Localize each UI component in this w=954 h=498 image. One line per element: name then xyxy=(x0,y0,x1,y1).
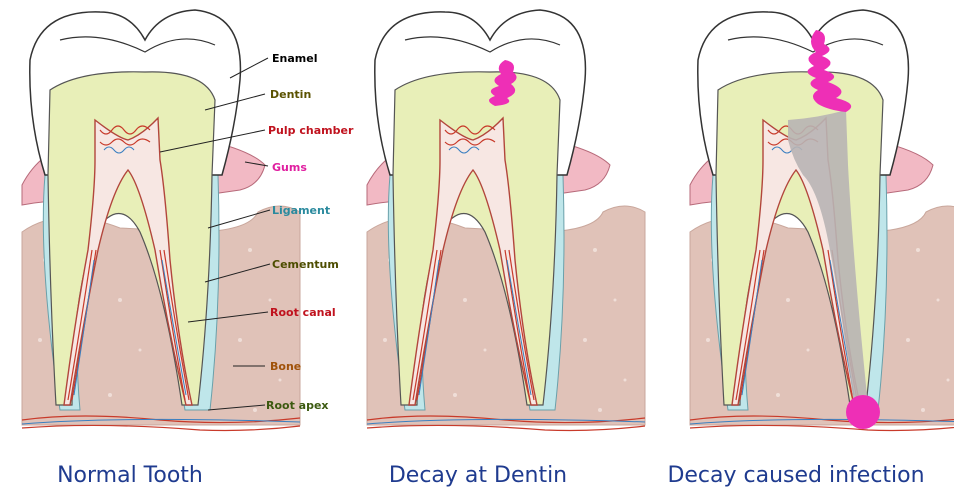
label-dentin: Dentin xyxy=(270,88,311,101)
label-ligament: Ligament xyxy=(272,204,330,217)
decay-dentin-tooth-illustration xyxy=(367,10,645,431)
label-root-apex: Root apex xyxy=(266,399,329,412)
normal-tooth-illustration xyxy=(22,10,300,431)
label-bone: Bone xyxy=(270,360,301,373)
caption-decay-at-dentin: Decay at Dentin xyxy=(389,463,567,488)
label-cementum: Cementum xyxy=(272,258,339,271)
infection-tooth-illustration xyxy=(690,10,954,431)
label-pulp-chamber: Pulp chamber xyxy=(268,124,354,137)
abscess xyxy=(846,395,880,429)
caption-decay-caused-infection: Decay caused infection xyxy=(667,463,924,488)
caption-normal-tooth: Normal Tooth xyxy=(57,463,203,488)
label-root-canal: Root canal xyxy=(270,306,336,319)
label-gums: Gums xyxy=(272,161,307,174)
label-enamel: Enamel xyxy=(272,52,317,65)
